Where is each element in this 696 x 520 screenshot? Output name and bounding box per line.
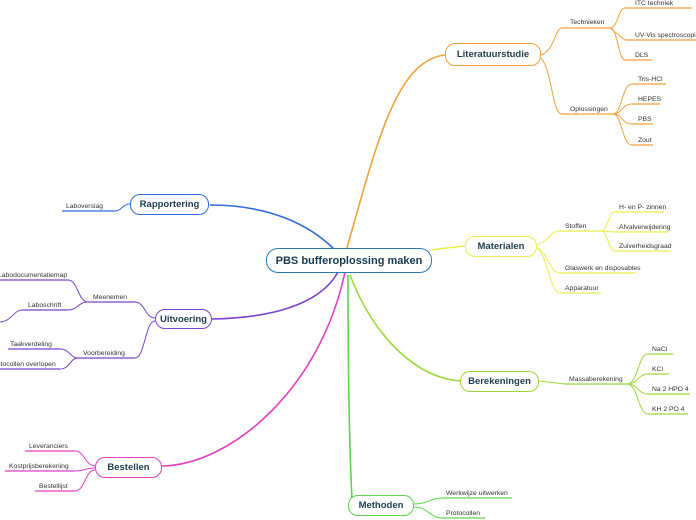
leaf-laboschrift[interactable]: Laboschrift: [28, 302, 62, 309]
link-literatuurstudie: [344, 54, 446, 256]
leaf-dls[interactable]: DLS: [635, 52, 649, 59]
leaf-protocollen-overlopen[interactable]: Protocollen overlopen: [0, 361, 56, 368]
central-topic[interactable]: PBS bufferoplossing maken: [266, 248, 432, 273]
subtopic-massaberekening[interactable]: Massaberekening: [569, 376, 623, 383]
leaf-hepes[interactable]: HEPES: [638, 96, 662, 103]
node-rapportering[interactable]: Rapportering: [130, 194, 209, 215]
leaf-kostprijsberekening[interactable]: Kostprijsberekening: [9, 463, 69, 470]
leaf-itc-techniek[interactable]: ITC techniek: [635, 0, 674, 7]
link-berekeningen: [349, 274, 463, 382]
link-materialen: [431, 245, 466, 251]
leaf-apparatuur[interactable]: Apparatuur: [565, 285, 599, 292]
node-bestellen[interactable]: Bestellen: [95, 457, 162, 478]
node-materialen[interactable]: Materialen: [465, 236, 537, 257]
leaf-zuiverheidsgraad[interactable]: Zuiverheidsgraad: [619, 243, 672, 250]
node-literatuurstudie[interactable]: Literatuurstudie: [445, 43, 541, 66]
leaf-bestellijst[interactable]: Bestellijst: [39, 483, 68, 490]
leaf-nacl[interactable]: NaCl: [652, 346, 668, 353]
leaf-afvalverwijdering[interactable]: Afvalverwijdering: [619, 224, 671, 231]
node-uitvoering[interactable]: Uitvoering: [155, 309, 212, 329]
link-methoden: [347, 274, 353, 501]
subtopic-stoffen[interactable]: Stoffen: [565, 223, 587, 230]
leaf-leveranciers[interactable]: Leveranciers: [29, 443, 68, 450]
leaf-laboverslag[interactable]: Laboverslag: [66, 203, 104, 210]
leaf-taakverdeling[interactable]: Taakverdeling: [10, 341, 52, 348]
leaf-protocollen[interactable]: Protocollen: [446, 510, 481, 517]
leaf-kh2po4[interactable]: KH 2 PO 4: [652, 406, 685, 413]
leaf-glaswerk[interactable]: Glaswerk en disposables: [565, 265, 641, 272]
leaf-h-en-p-zinnen[interactable]: H- en P- zinnen: [619, 204, 667, 211]
subtopic-meenemen[interactable]: Meenemen: [93, 294, 128, 301]
subtopic-oplossingen[interactable]: Oplossingen: [570, 106, 608, 113]
leaf-pbs[interactable]: PBS: [638, 116, 652, 123]
node-methoden[interactable]: Methoden: [348, 495, 414, 516]
link-rapportering: [209, 204, 336, 251]
leaf-werkwijze[interactable]: Werkwijze uitwerken: [446, 490, 508, 497]
link-bestellen: [161, 271, 346, 467]
leaf-uv-vis[interactable]: UV-Vis spectroscopie: [635, 32, 696, 39]
leaf-tris-hcl[interactable]: Tris-HCl: [638, 76, 663, 83]
leaf-kcl[interactable]: KCl: [652, 366, 663, 373]
node-berekeningen[interactable]: Berekeningen: [460, 371, 539, 392]
subtopic-voorbereiding[interactable]: Voorbereiding: [83, 350, 125, 357]
link-uitvoering: [211, 271, 339, 320]
leaf-labodocumentatiemap[interactable]: Labodocumentatiemap: [0, 272, 68, 279]
leaf-zout[interactable]: Zout: [638, 137, 652, 144]
leaf-na2hpo4[interactable]: Na 2 HPO 4: [652, 386, 689, 393]
subtopic-technieken[interactable]: Technieken: [570, 19, 605, 26]
